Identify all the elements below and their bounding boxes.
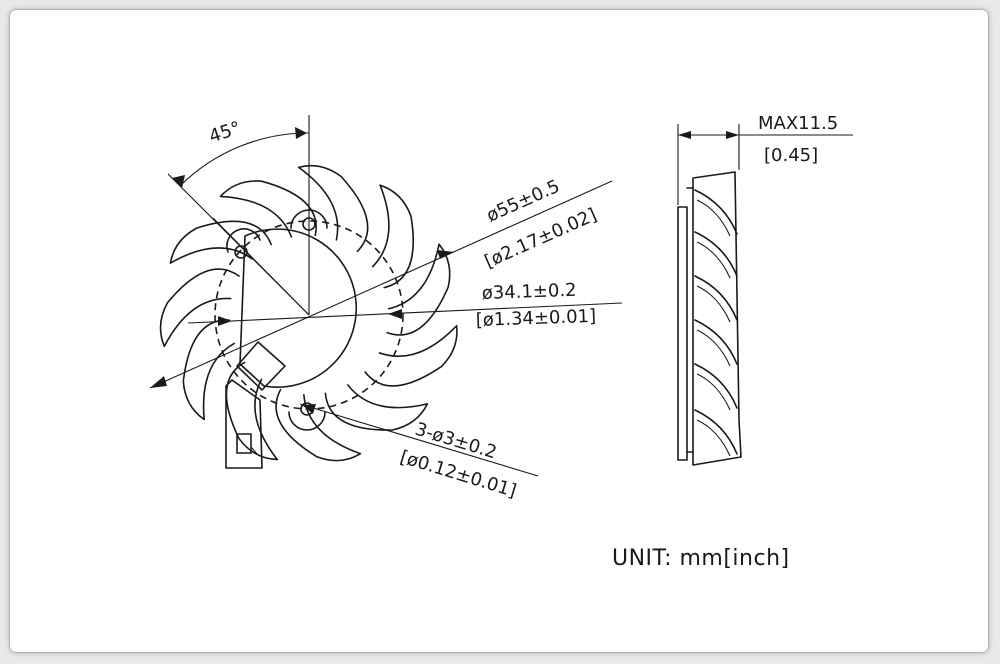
connector-housing <box>236 341 286 391</box>
fan-technical-drawing: 45° ø55±0.5 [ø2.17±0.02] ø34.1±0.2 [ø1.3… <box>149 113 853 571</box>
side-blade-curve <box>694 275 738 321</box>
angle-dimension <box>167 115 310 316</box>
angle-arrow-left <box>172 175 185 188</box>
holes-leader <box>299 403 539 477</box>
max-height-mm-label: MAX11.5 <box>758 113 838 134</box>
hub-diameter-mm-label: ø34.1±0.2 <box>481 280 576 304</box>
side-blade-profile <box>692 171 742 466</box>
side-blade-curve-inner <box>696 199 731 237</box>
side-blade-curve <box>694 319 738 365</box>
hub-diameter-dimension <box>187 302 623 326</box>
drawing-frame: 45° ø55±0.5 [ø2.17±0.02] ø34.1±0.2 [ø1.3… <box>10 10 988 652</box>
side-blade-curve-inner <box>696 373 731 411</box>
outer-diameter-dimension <box>149 180 613 389</box>
hub-diameter-arrow-left <box>218 316 232 326</box>
cable-block <box>225 379 263 469</box>
outer-diameter-arrow-left <box>150 376 167 388</box>
angle-label: 45° <box>207 118 244 148</box>
max-height-inch-label: [0.45] <box>764 145 818 166</box>
fan-blade <box>225 361 279 461</box>
side-blade-curve <box>694 189 738 235</box>
angle-arc <box>179 132 310 187</box>
side-blade-curve-inner <box>696 329 731 367</box>
fan-blade <box>219 180 317 238</box>
side-blade-curve <box>694 363 738 409</box>
fan-blade <box>386 243 451 336</box>
fan-blade <box>297 164 369 253</box>
side-blade-curve-inner <box>696 285 731 323</box>
fan-blade <box>182 319 236 421</box>
side-blade-curve <box>694 231 738 277</box>
mounting-ear-left <box>226 228 261 253</box>
hub-diameter-inch-label: [ø1.34±0.01] <box>475 306 596 331</box>
outer-diameter-mm-label: ø55±0.5 <box>483 176 562 227</box>
height-arrow-left <box>678 131 691 139</box>
side-blade-curve <box>694 409 738 455</box>
side-blade-curve-inner <box>696 419 731 457</box>
fan-blade <box>324 384 429 431</box>
holes-arrow <box>302 404 316 414</box>
holes-dimension <box>299 403 539 477</box>
side-base-plate <box>677 206 688 461</box>
fan-blade <box>169 220 272 264</box>
fan-blade <box>371 184 415 289</box>
fan-side-view: MAX11.5 [0.45] <box>677 113 853 466</box>
fan-blade <box>159 268 240 348</box>
fan-blade <box>275 388 362 462</box>
unit-note: UNIT: mm[inch] <box>612 546 790 571</box>
corner-construction-line <box>212 217 310 316</box>
fan-front-view: 45° ø55±0.5 [ø2.17±0.02] ø34.1±0.2 [ø1.3… <box>149 115 623 502</box>
fan-connector <box>225 341 286 469</box>
side-blade-curves <box>694 189 738 457</box>
fan-blade <box>364 324 458 387</box>
outer-diameter-leader <box>149 180 613 389</box>
outer-diameter-arrow-right <box>437 250 454 259</box>
height-arrow-right <box>726 131 739 139</box>
connector-pin-mark <box>250 446 259 456</box>
hub-body-outline <box>239 228 358 388</box>
mounting-ear-bottom <box>288 411 326 431</box>
holes-inch-label: [ø0.12±0.01] <box>398 447 519 502</box>
angle-arrow-right <box>295 127 307 139</box>
hub-diameter-leader <box>187 302 623 324</box>
hub-diameter-arrow-right <box>388 309 402 319</box>
fan-blades <box>159 164 458 462</box>
side-blade-curve-inner <box>696 241 731 279</box>
connector-pin-box <box>236 433 252 454</box>
